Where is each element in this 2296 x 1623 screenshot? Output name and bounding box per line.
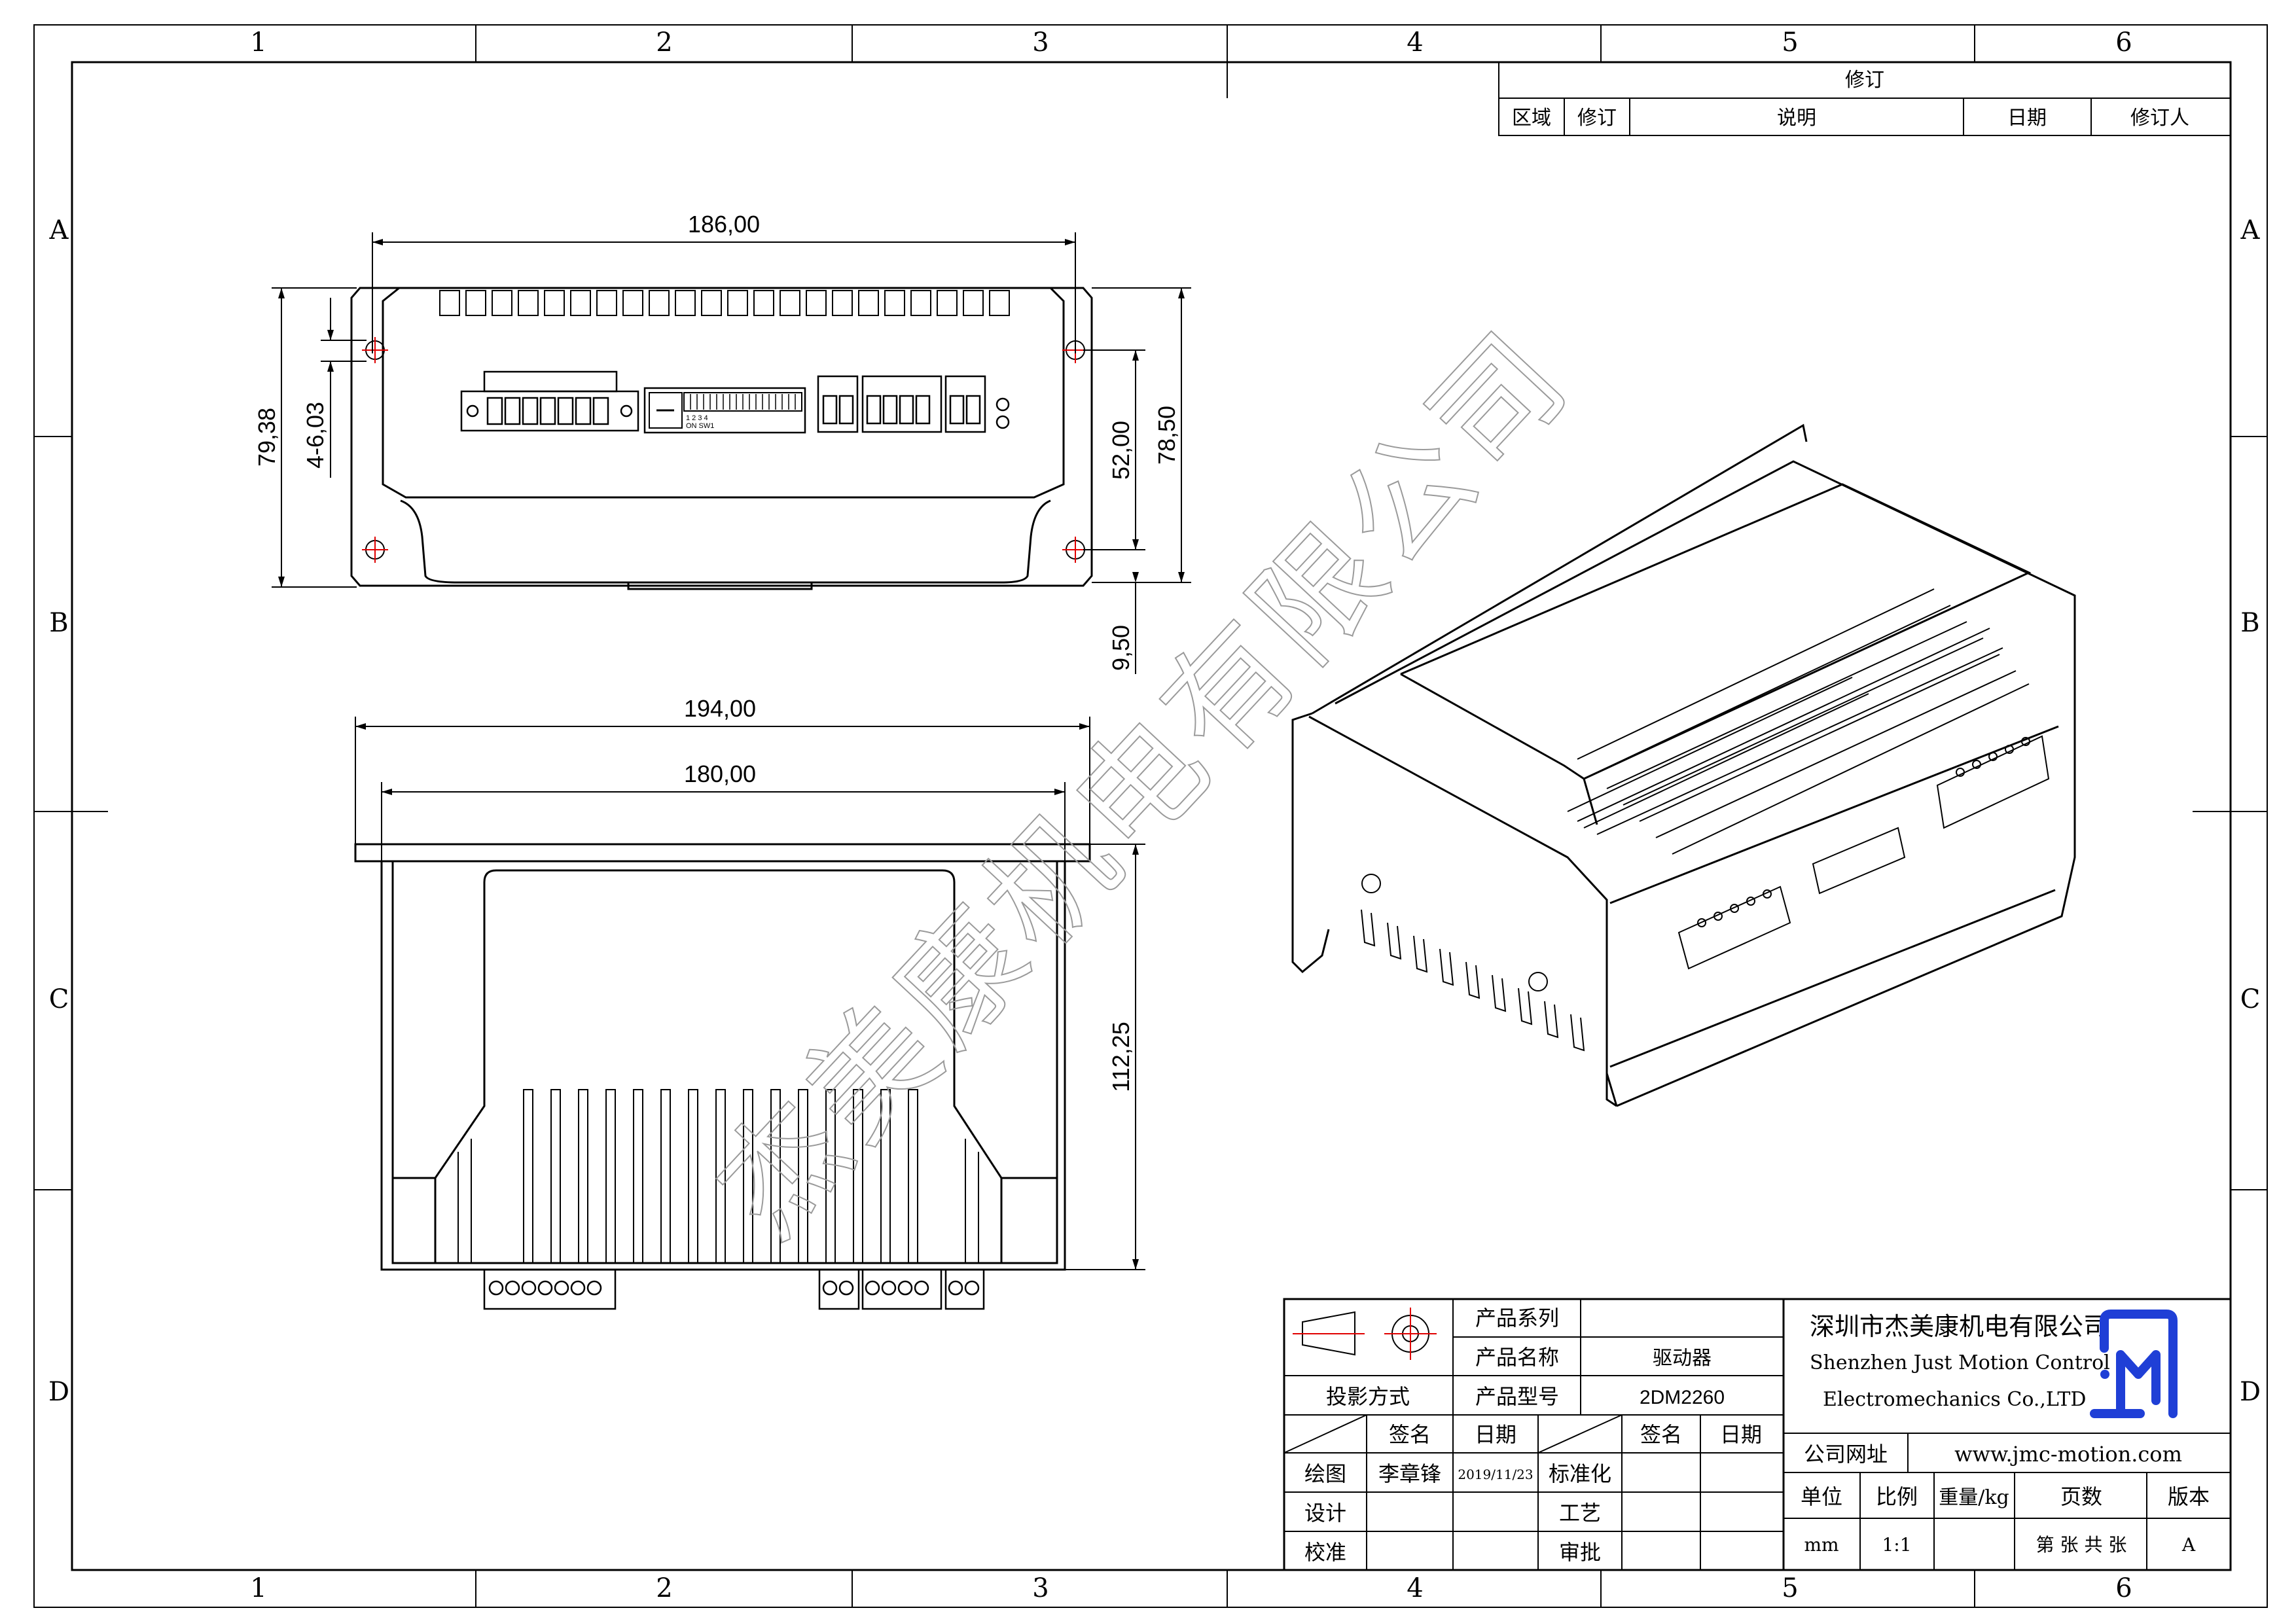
series-label: 产品系列 <box>1475 1306 1559 1330</box>
row-label-c: C <box>49 984 69 1014</box>
pages-value: 第 张 共 张 <box>2036 1534 2127 1556</box>
revision-header-rev: 修订 <box>1577 107 1617 130</box>
dim-height-79: 79,38 <box>253 408 280 467</box>
unit-label: 单位 <box>1801 1484 1842 1509</box>
name-value: 驱动器 <box>1653 1347 1712 1370</box>
col-label-2-bottom: 2 <box>656 1573 672 1603</box>
date-header-2: 日期 <box>1720 1422 1762 1447</box>
front-view: 1 2 3 4 ON SW1 <box>253 211 1191 674</box>
revision-header-date: 日期 <box>2007 107 2047 130</box>
revision-table: 修订 区域 修订 说明 日期 修订人 <box>1498 62 2231 136</box>
drafter-name: 李章锋 <box>1378 1461 1441 1486</box>
col-label-3: 3 <box>1032 27 1049 58</box>
iso-bottom-fins <box>1361 874 1585 1052</box>
mounting-holes <box>365 340 1085 560</box>
dim-width-186: 186,00 <box>688 211 760 238</box>
frame-labels: 1 2 3 4 5 6 1 2 3 4 5 6 A B C D A B C D <box>48 27 2261 1603</box>
col-label-6: 6 <box>2115 27 2132 58</box>
scale-value: 1:1 <box>1882 1534 1911 1556</box>
dim-hole-diameter: 4-6,03 <box>302 402 329 469</box>
col-label-5: 5 <box>1782 27 1798 58</box>
row-label-b: B <box>49 608 68 638</box>
dip-label-2: ON SW1 <box>686 422 714 430</box>
dim-depth-112: 112,25 <box>1107 1022 1134 1092</box>
dim-body-180: 180,00 <box>684 760 756 787</box>
watermark: 杰美康机电有限公司 <box>687 303 1598 1264</box>
front-dimensions <box>272 232 1191 674</box>
company-name-en-1: Shenzhen Just Motion Control <box>1810 1351 2110 1374</box>
model-value: 2DM2260 <box>1640 1387 1725 1408</box>
website-label: 公司网址 <box>1804 1442 1888 1467</box>
company-name-cn: 深圳市杰美康机电有限公司 <box>1810 1312 2108 1341</box>
revision-header-desc: 说明 <box>1777 107 1816 130</box>
row-label-a: A <box>49 215 69 245</box>
title-block: 投影方式 产品系列 产品名称 驱动器 产品型号 2DM2260 签名 日期 签名… <box>1283 1298 2232 1571</box>
col-label-3-bottom: 3 <box>1032 1573 1049 1603</box>
top-dimensions <box>355 717 1145 1270</box>
dim-bottom-9: 9,50 <box>1107 625 1134 671</box>
row-label-c-right: C <box>2240 984 2261 1014</box>
sign-header-2: 签名 <box>1640 1422 1682 1447</box>
col-label-2: 2 <box>656 27 672 58</box>
row-label-a-right: A <box>2240 215 2261 245</box>
row-label-b-right: B <box>2240 608 2259 638</box>
col-label-1-bottom: 1 <box>250 1573 266 1603</box>
revision-header-area: 区域 <box>1512 107 1551 130</box>
projection-symbol <box>1293 1308 1437 1360</box>
col-label-4: 4 <box>1407 27 1423 58</box>
col-label-1: 1 <box>250 27 266 58</box>
revision-title: 修订 <box>1845 69 1884 92</box>
top-view: 194,00 180,00 112,25 <box>354 695 1145 1310</box>
watermark-text: 杰美康机电有限公司 <box>688 304 1597 1264</box>
row-label-d: D <box>48 1377 69 1407</box>
pages-label: 页数 <box>2060 1484 2102 1509</box>
drafter-date: 2019/11/23 <box>1458 1467 1533 1482</box>
row-label-standard: 标准化 <box>1549 1461 1611 1486</box>
dim-hole-spacing: 52,00 <box>1107 421 1134 480</box>
iso-connectors <box>1677 735 2050 970</box>
revision-header-reviser: 修订人 <box>2130 107 2189 130</box>
unit-value: mm <box>1804 1534 1839 1556</box>
col-label-6-bottom: 6 <box>2115 1573 2132 1603</box>
front-connector-right <box>817 375 1010 433</box>
col-label-5-bottom: 5 <box>1782 1573 1798 1603</box>
row-label-check: 校准 <box>1304 1540 1346 1565</box>
row-label-d-right: D <box>2240 1377 2261 1407</box>
dim-height-78: 78,50 <box>1153 406 1180 465</box>
version-value: A <box>2181 1534 2196 1556</box>
projection-label: 投影方式 <box>1326 1384 1410 1409</box>
scale-label: 比例 <box>1876 1484 1918 1509</box>
drawing-frame <box>33 24 2268 1608</box>
name-label: 产品名称 <box>1475 1345 1559 1370</box>
iso-fins <box>1577 588 2030 855</box>
jmc-logo <box>2090 1310 2178 1418</box>
front-connector-left <box>460 370 639 432</box>
top-view-fins <box>457 1089 979 1264</box>
dip-label-1: 1 2 3 4 <box>686 414 708 422</box>
row-label-design: 设计 <box>1304 1501 1346 1525</box>
isometric-view <box>1291 423 2076 1107</box>
row-label-process: 工艺 <box>1559 1501 1601 1525</box>
company-name-en-2: Electromechanics Co.,LTD <box>1823 1388 2086 1411</box>
dim-flange-194: 194,00 <box>684 695 756 722</box>
website-link[interactable]: www.jmc-motion.com <box>1954 1442 2182 1467</box>
weight-label: 重量/kg <box>1939 1486 2009 1509</box>
col-label-4-bottom: 4 <box>1407 1573 1423 1603</box>
row-label-drawing: 绘图 <box>1304 1461 1346 1486</box>
model-label: 产品型号 <box>1475 1384 1559 1409</box>
top-view-connectors <box>483 1268 985 1310</box>
row-label-approve: 审批 <box>1559 1540 1601 1565</box>
version-label: 版本 <box>2168 1484 2210 1509</box>
top-fins <box>439 290 1010 316</box>
dip-switch: 1 2 3 4 ON SW1 <box>643 387 806 434</box>
sign-header: 签名 <box>1389 1422 1431 1447</box>
date-header: 日期 <box>1475 1422 1516 1447</box>
